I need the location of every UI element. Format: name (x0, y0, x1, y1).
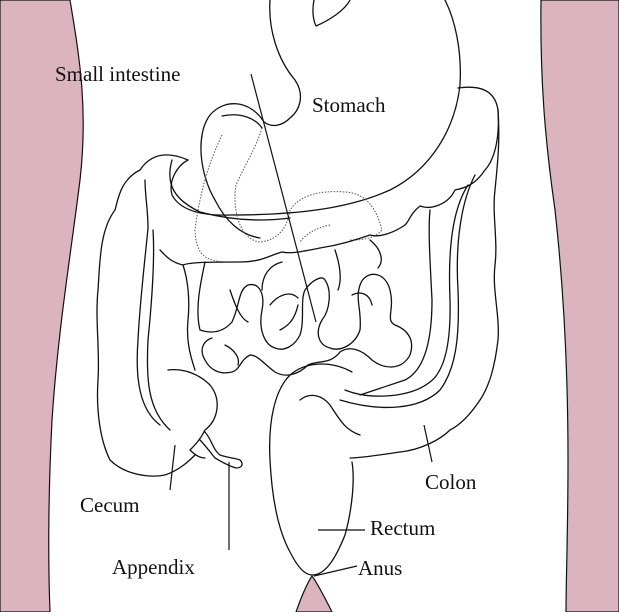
colon-pointer (423, 424, 433, 463)
label-rectum: Rectum (370, 516, 436, 540)
leg-gap (295, 574, 333, 612)
right-body-side (540, 0, 619, 612)
appendix (199, 431, 243, 469)
pancreas-outline (194, 127, 383, 263)
cecum (167, 369, 218, 459)
label-small-intestine: Small intestine (55, 62, 181, 86)
ascending-colon (96, 154, 196, 477)
anus-pointer (313, 565, 358, 577)
label-cecum: Cecum (80, 493, 140, 517)
label-appendix: Appendix (112, 555, 195, 579)
left-body-side (0, 0, 84, 612)
small-intestine-pointer (250, 73, 317, 323)
label-stomach: Stomach (312, 93, 386, 117)
label-anus: Anus (358, 556, 403, 580)
sigmoid-colon-rectum (269, 363, 361, 576)
cecum-pointer (169, 444, 176, 491)
duodenum (200, 103, 265, 239)
stomach (170, 0, 461, 216)
descending-colon (339, 109, 500, 459)
label-colon: Colon (425, 470, 477, 494)
small-intestine (182, 239, 413, 376)
transverse-colon (159, 86, 500, 266)
